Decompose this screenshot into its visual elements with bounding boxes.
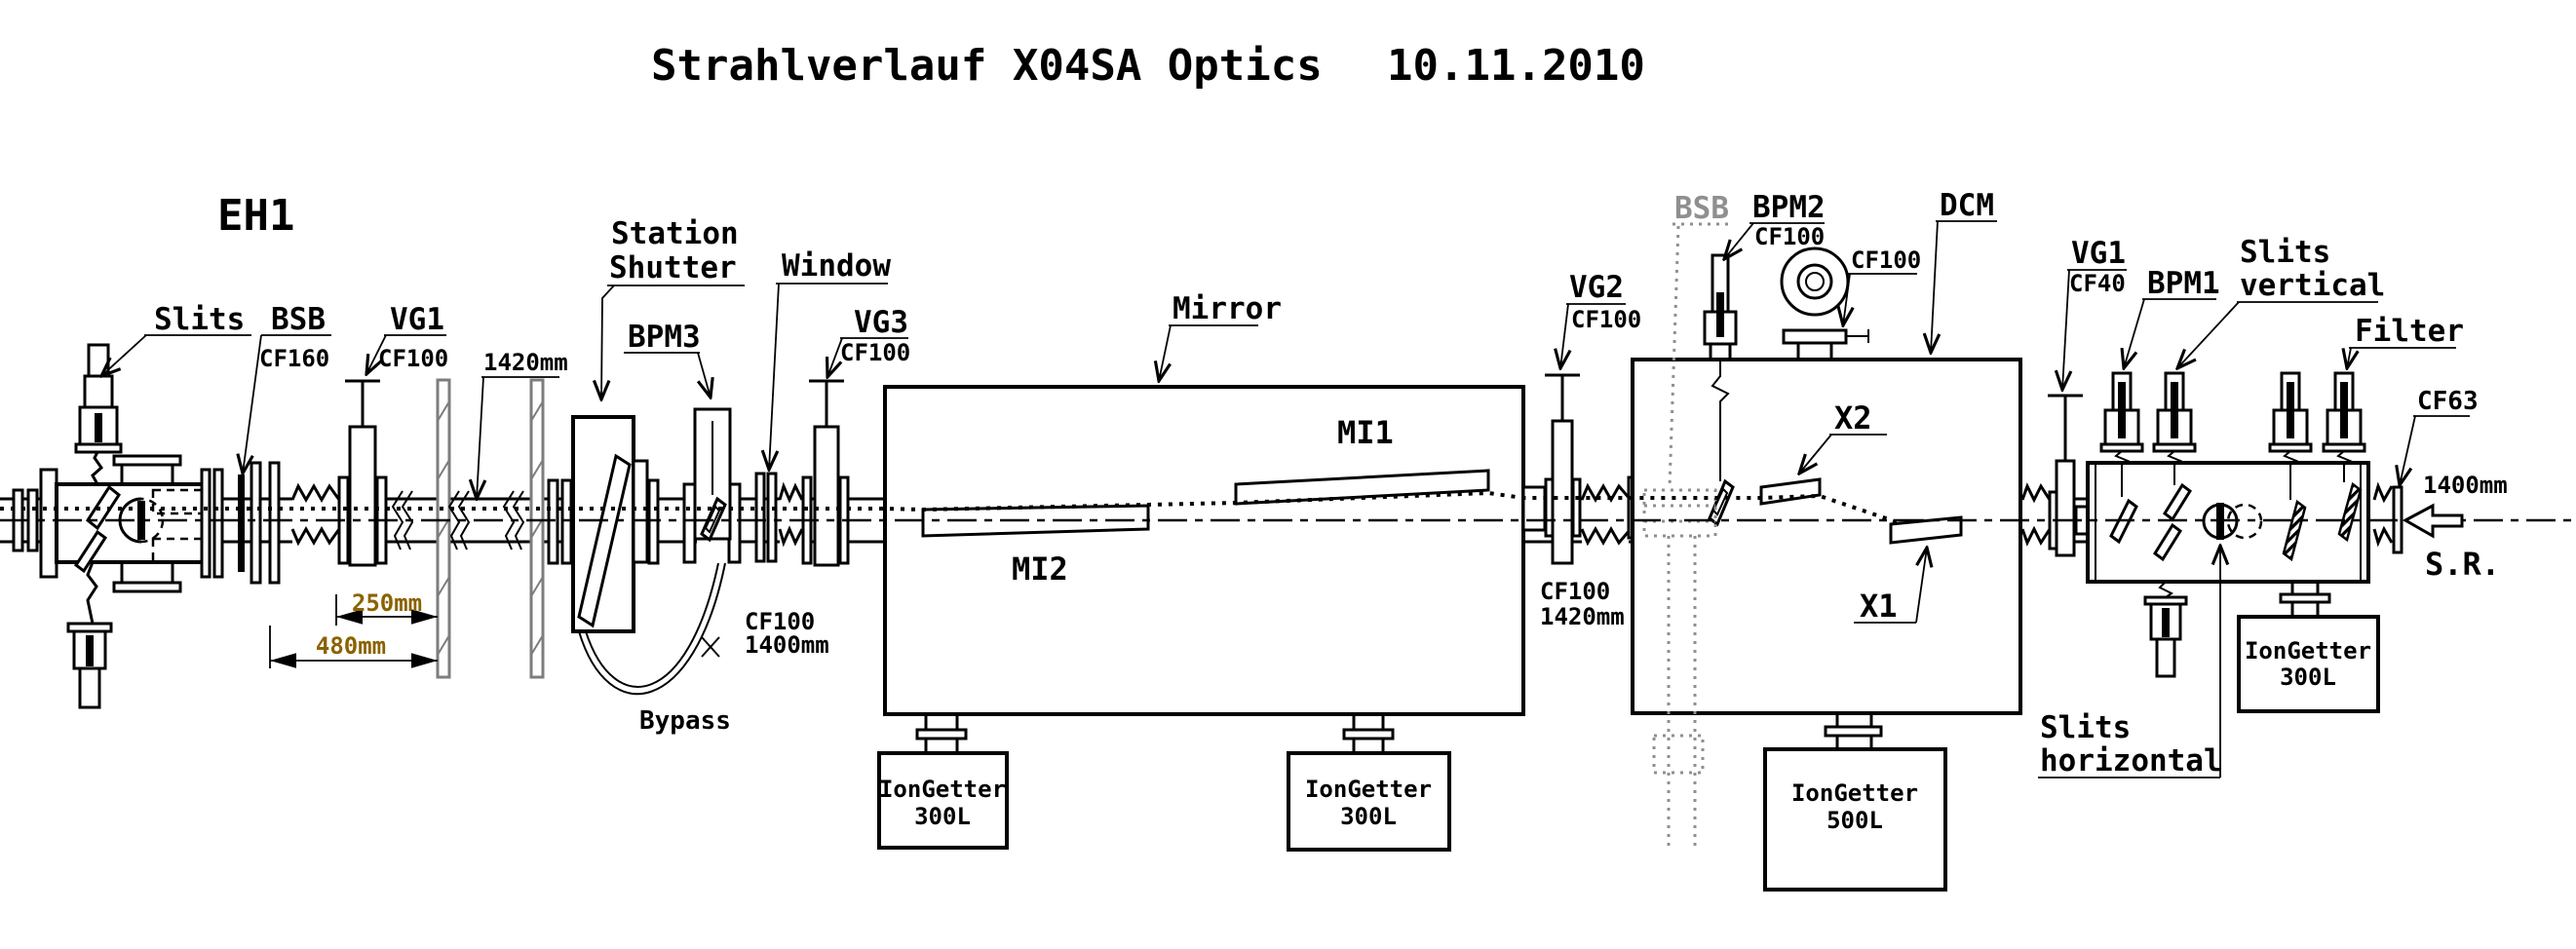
slit-blade-lower bbox=[73, 529, 108, 574]
tower-bpm1 bbox=[2099, 371, 2144, 497]
bpm2-label: BPM2 bbox=[1752, 190, 1826, 225]
frontend-chamber bbox=[2086, 371, 2403, 713]
dim-480-label: 480mm bbox=[316, 632, 386, 660]
bsb-left-label: BSB bbox=[271, 302, 326, 337]
shield-wall-right bbox=[529, 378, 545, 679]
vg2-label: VG2 bbox=[1569, 270, 1624, 305]
slit-v-blade-upper bbox=[2163, 482, 2192, 522]
sr-label: S.R. bbox=[2425, 546, 2500, 583]
x1-label: X1 bbox=[1860, 588, 1898, 625]
feedthrough-towers bbox=[2099, 371, 2366, 500]
tower-filter-1 bbox=[2268, 371, 2313, 500]
cf63-label: CF63 bbox=[2417, 387, 2479, 416]
station-shutter-label-2: Shutter bbox=[609, 250, 737, 285]
slits-horizontal-label-1: Slits bbox=[2040, 710, 2131, 745]
bpm2-flange-label: CF100 bbox=[1754, 223, 1825, 250]
vg3-label: VG3 bbox=[854, 305, 908, 340]
sr-beam-arrow bbox=[2402, 503, 2464, 539]
labels: Strahlverlauf X04SA Optics 10.11.2010 EH… bbox=[101, 41, 2508, 834]
vg3-flange-label: CF100 bbox=[840, 339, 910, 366]
mirror-tank bbox=[877, 385, 1547, 852]
bsb-disc bbox=[238, 474, 245, 572]
slits-horizontal-disc-dashed bbox=[2226, 503, 2263, 540]
slits-bottom-actuator bbox=[66, 561, 113, 709]
pump-mirror-right-label-2: 300L bbox=[1340, 803, 1397, 830]
bpm3-label: BPM3 bbox=[628, 320, 701, 355]
pump-frontend-label-1: IonGetter bbox=[2245, 637, 2371, 664]
station-shutter-label-1: Station bbox=[611, 216, 739, 251]
vg1-right-label: VG1 bbox=[2071, 236, 2126, 271]
bpm3-monitor bbox=[682, 407, 742, 564]
bpm2-feedthrough bbox=[1703, 253, 1738, 527]
pump-mirror-right-label-1: IonGetter bbox=[1305, 776, 1432, 803]
station-shutter bbox=[547, 415, 660, 633]
pipe-cf100-label: CF100 bbox=[745, 608, 815, 635]
dim-1420-left-label: 1420mm bbox=[483, 349, 568, 376]
bypass-valve-icon bbox=[701, 636, 720, 658]
vg2-valve bbox=[1544, 373, 1638, 565]
pump-mirror-left-label-1: IonGetter bbox=[879, 776, 1006, 803]
dim-250-label: 250mm bbox=[352, 589, 422, 617]
slits-vertical-label-1: Slits bbox=[2240, 235, 2330, 270]
filter-foil-1 bbox=[2282, 499, 2307, 562]
hutch-label: EH1 bbox=[217, 191, 294, 241]
monitor-disc-bar bbox=[137, 501, 145, 540]
pump-frontend-label-2: 300L bbox=[2280, 664, 2336, 691]
cf160-label: CF160 bbox=[259, 345, 329, 372]
dimension-480mm: 480mm bbox=[269, 626, 438, 668]
vg1-right-flange-label: CF40 bbox=[2069, 270, 2126, 297]
bpm1-label: BPM1 bbox=[2147, 266, 2220, 301]
x2-label: X2 bbox=[1834, 399, 1872, 437]
vg2-flange-label: CF100 bbox=[1571, 306, 1641, 333]
iongetter-pump-mirror-right bbox=[1287, 751, 1451, 852]
frontend-bottom-actuator bbox=[2143, 581, 2188, 678]
vg1-left-label: VG1 bbox=[390, 302, 444, 337]
drawing-title: Strahlverlauf X04SA Optics bbox=[651, 41, 1323, 91]
mirror-label: Mirror bbox=[1173, 291, 1282, 326]
bsb-ghost-label: BSB bbox=[1674, 191, 1729, 226]
dim-1400-right-label: 1400mm bbox=[2423, 472, 2508, 499]
bellows-sections bbox=[290, 481, 2394, 548]
mi1-label: MI1 bbox=[1337, 414, 1394, 451]
pump-mirror-left-label-2: 300L bbox=[914, 803, 971, 830]
shield-wall-left bbox=[436, 378, 451, 679]
exit-1420mm-label: 1420mm bbox=[1540, 603, 1625, 630]
iongetter-pump-frontend bbox=[2237, 615, 2380, 713]
window-label: Window bbox=[782, 248, 891, 284]
iongetter-pump-dcm bbox=[1763, 747, 1947, 892]
drawing-date: 10.11.2010 bbox=[1387, 41, 1645, 91]
vg1-left-flange-label: CF100 bbox=[378, 345, 448, 372]
dimension-250mm: 250mm bbox=[335, 589, 438, 626]
filter-label: Filter bbox=[2355, 314, 2464, 349]
iongetter-pump-mirror-left bbox=[877, 751, 1009, 850]
beam-path-dotted bbox=[0, 490, 1899, 524]
pipe-1400mm-label: 1400mm bbox=[745, 631, 829, 659]
pipe-break-symbols bbox=[391, 490, 525, 550]
filter-foil-2 bbox=[2337, 481, 2363, 543]
bsb-ghost-dotted bbox=[1642, 222, 1732, 846]
shutter-blade bbox=[577, 453, 632, 628]
dcm-tank bbox=[1631, 222, 2022, 892]
exit-cf100-label: CF100 bbox=[1540, 578, 1610, 605]
slits-horizontal-label-2: horizontal bbox=[2040, 743, 2222, 778]
pump-dcm-label-2: 500L bbox=[1826, 807, 1883, 834]
mirror-mi1 bbox=[1234, 469, 1490, 506]
dcm-viewport bbox=[1780, 247, 1869, 360]
tower-filter-2 bbox=[2322, 371, 2366, 482]
slits-vertical-label-2: vertical bbox=[2240, 268, 2385, 303]
slits-label: Slits bbox=[154, 302, 245, 337]
viewport-flange-label: CF100 bbox=[1851, 247, 1921, 274]
pump-dcm-label-1: IonGetter bbox=[1791, 779, 1918, 807]
slit-v-blade-lower bbox=[2153, 522, 2182, 562]
mi2-label: MI2 bbox=[1012, 550, 1068, 588]
slit-blade-upper bbox=[86, 484, 121, 531]
dcm-label: DCM bbox=[1940, 188, 1994, 223]
slits-top-actuator bbox=[74, 343, 123, 485]
bypass-tube bbox=[578, 562, 726, 696]
bypass-label: Bypass bbox=[639, 706, 731, 736]
eh1-slit-chamber bbox=[12, 343, 281, 709]
tower-slits-vertical bbox=[2152, 371, 2197, 485]
